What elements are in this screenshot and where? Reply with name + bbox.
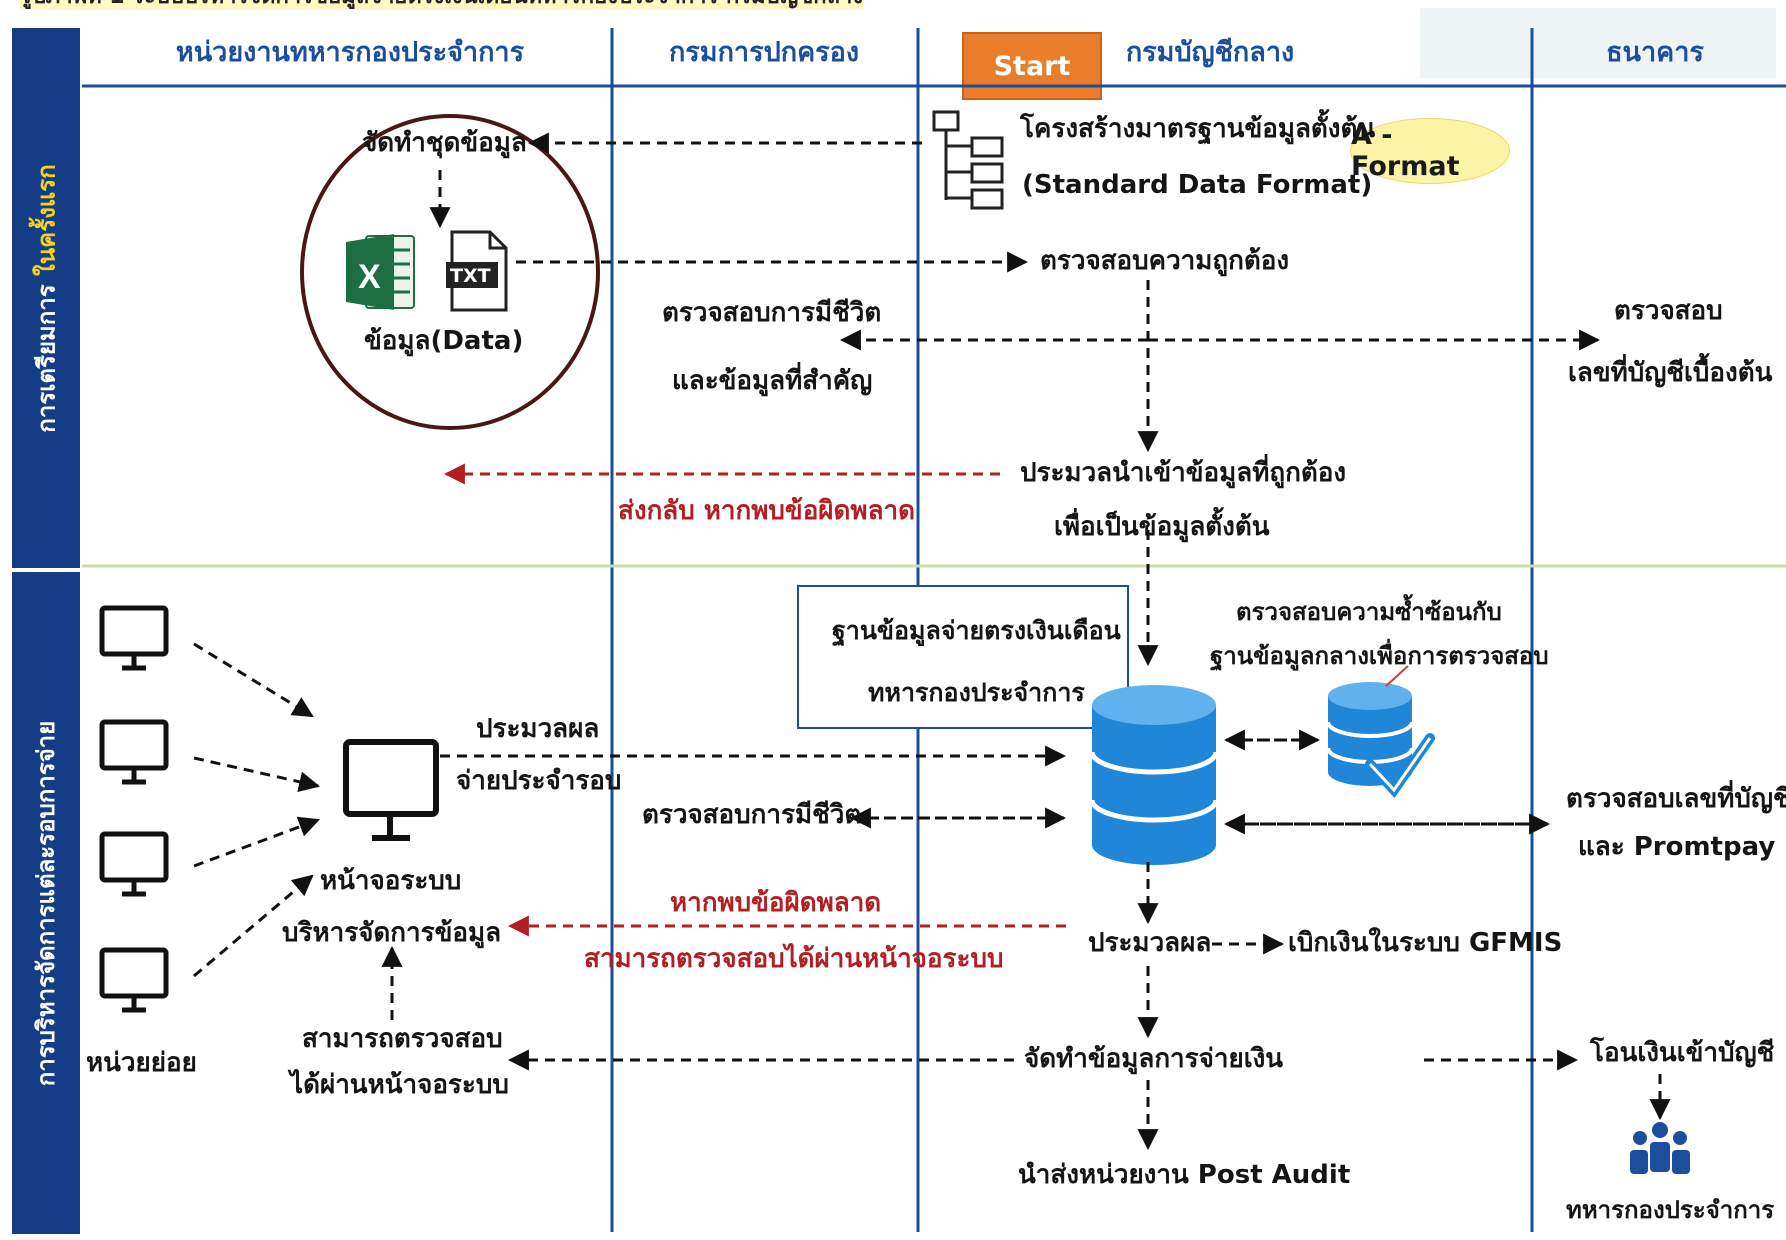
node-std-format: (Standard Data Format) bbox=[1022, 170, 1373, 200]
node-return-error: ส่งกลับ หากพบข้อผิดพลาด bbox=[618, 496, 915, 526]
node-sub-units: หน่วยย่อย bbox=[86, 1048, 197, 1078]
node-gfmis: เบิกเงินในระบบ GFMIS bbox=[1288, 928, 1563, 958]
node-bank-check-1: ตรวจสอบ bbox=[1614, 296, 1723, 326]
node-soldiers: ทหารกองประจำการ bbox=[1566, 1196, 1775, 1224]
hierarchy-icon bbox=[932, 110, 1004, 210]
node-screen-1: หน้าจอระบบ bbox=[320, 866, 462, 896]
node-import-2: เพื่อเป็นข้อมูลตั้งต้น bbox=[1054, 512, 1270, 542]
node-check-correct: ตรวจสอบความถูกต้อง bbox=[1040, 246, 1290, 276]
node-std-structure: โครงสร้างมาตรฐานข้อมูลตั้งต้น bbox=[1020, 114, 1376, 144]
top-right-box bbox=[1420, 8, 1776, 78]
svg-text:X: X bbox=[358, 258, 381, 296]
arrow-sub3 bbox=[193, 816, 320, 868]
node-db-title-2: ทหารกองประจำการ bbox=[868, 678, 1085, 707]
dup-check-pointer bbox=[1385, 665, 1409, 687]
data-prep-circle bbox=[300, 114, 600, 430]
node-payment-data: จัดทำข้อมูลการจ่ายเงิน bbox=[1024, 1044, 1284, 1074]
lane-header-cgd: กรมบัญชีกลาง bbox=[1125, 37, 1295, 68]
node-process-cycle-2: จ่ายประจำรอบ bbox=[456, 766, 622, 796]
node-bank-promptpay-2: และ Promtpay bbox=[1578, 832, 1776, 862]
lane-header-dopa: กรมการปกครอง bbox=[668, 37, 860, 68]
central-monitor-icon bbox=[343, 739, 439, 841]
node-transfer: โอนเงินเข้าบัญชี bbox=[1590, 1038, 1775, 1068]
soldiers-group-icon bbox=[1630, 1122, 1690, 1174]
node-import-1: ประมวลนำเข้าข้อมูลที่ถูกต้อง bbox=[1020, 458, 1347, 488]
txt-file-icon bbox=[446, 230, 508, 312]
start-box: Start bbox=[962, 32, 1102, 100]
lane-header-bank: ธนาคาร bbox=[1606, 37, 1704, 68]
txt-icon-label: TXT bbox=[450, 265, 491, 287]
node-error-view: สามารถตรวจสอบได้ผ่านหน้าจอระบบ bbox=[584, 944, 1004, 974]
main-database-icon bbox=[1089, 685, 1219, 865]
lane-header-military: หน่วยงานทหารกองประจำการ bbox=[175, 37, 525, 68]
node-bank-check-2: เลขที่บัญชีเบื้องต้น bbox=[1568, 358, 1773, 388]
node-process: ประมวลผล bbox=[1088, 928, 1212, 958]
node-dup-check-1: ตรวจสอบความซ้ำซ้อนกับ bbox=[1236, 598, 1502, 626]
excel-icon: X bbox=[346, 234, 415, 310]
node-can-check-1: สามารถตรวจสอบ bbox=[302, 1024, 503, 1054]
side-label-per-cycle: การบริหารจัดการแต่ละรอบการจ่าย bbox=[12, 572, 80, 1234]
node-check-alive-1: ตรวจสอบการมีชีวิต bbox=[662, 298, 882, 328]
node-process-cycle-1: ประมวลผล bbox=[476, 714, 600, 744]
node-prepare-dataset: จัดทำชุดข้อมูล bbox=[362, 128, 527, 158]
node-data-label: ข้อมูล(Data) bbox=[364, 326, 524, 356]
node-can-check-2: ได้ผ่านหน้าจอระบบ bbox=[290, 1070, 509, 1100]
payroll-db-box bbox=[797, 585, 1129, 729]
node-check-alive-2: และข้อมูลที่สำคัญ bbox=[672, 366, 873, 396]
figure-caption: รูปภาพที่ 1 ระบบบริหารจัดการข้อมูลจ่ายตร… bbox=[20, 0, 864, 11]
side-label-prep: การเตรียมการ ในครั้งแรก bbox=[12, 28, 80, 568]
node-bank-promptpay-1: ตรวจสอบเลขที่บัญชี bbox=[1566, 784, 1786, 814]
a-format-badge: A - Format bbox=[1350, 118, 1510, 184]
start-label: Start bbox=[993, 50, 1071, 82]
node-check-alive-cycle: ตรวจสอบการมีชีวิต bbox=[642, 800, 862, 830]
arrow-sub1 bbox=[193, 642, 314, 718]
node-dup-check-2: ฐานข้อมูลกลางเพื่อการตรวจสอบ bbox=[1210, 642, 1549, 670]
arrow-sub4 bbox=[193, 874, 314, 978]
arrow-sub2 bbox=[193, 756, 321, 793]
node-post-audit: นำส่งหน่วยงาน Post Audit bbox=[1018, 1160, 1351, 1190]
verify-database-icon bbox=[1326, 682, 1435, 798]
a-format-label: A - Format bbox=[1351, 120, 1460, 182]
node-screen-2: บริหารจัดการข้อมูล bbox=[282, 918, 502, 948]
sub-unit-monitor-icons bbox=[99, 605, 169, 1013]
node-db-title-1: ฐานข้อมูลจ่ายตรงเงินเดือน bbox=[832, 616, 1121, 645]
node-error-found: หากพบข้อผิดพลาด bbox=[670, 888, 882, 918]
